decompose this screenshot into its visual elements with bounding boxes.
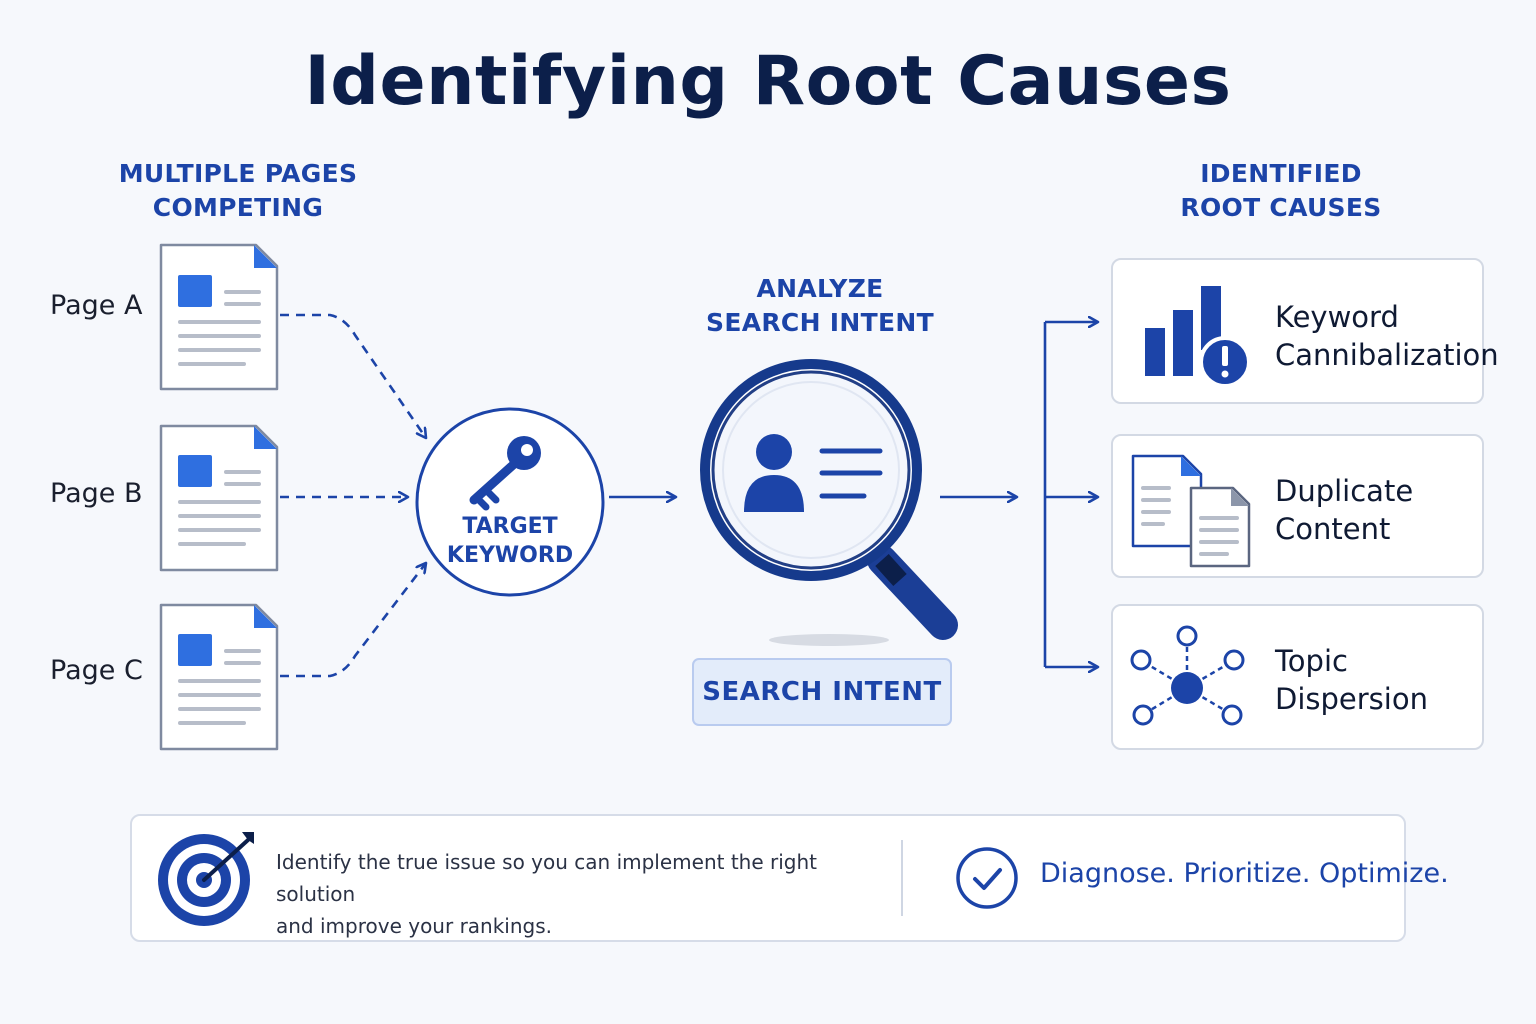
- page-title: Identifying Root Causes: [304, 42, 1232, 121]
- summary-banner: [130, 814, 1406, 942]
- root-causes-heading: IDENTIFIED ROOT CAUSES: [1150, 157, 1412, 225]
- cause-2-line1: Duplicate: [1275, 474, 1414, 508]
- root-causes-heading-line2: ROOT CAUSES: [1180, 193, 1382, 222]
- document-icon-page-b: [159, 424, 279, 572]
- checkmark-circle-icon: [956, 847, 1018, 909]
- target-keyword-label: TARGET KEYWORD: [418, 512, 602, 570]
- document-icon-page-c: [159, 603, 279, 751]
- summary-divider: [901, 840, 903, 916]
- summary-text-line2: and improve your rankings.: [276, 914, 553, 938]
- duplicate-documents-icon: [1131, 454, 1251, 568]
- summary-text-line1: Identify the true issue so you can imple…: [276, 850, 818, 906]
- document-icon-page-a: [159, 243, 279, 391]
- page-c-label: Page C: [50, 655, 143, 686]
- cause-label-1: Keyword Cannibalization: [1275, 298, 1499, 374]
- search-intent-badge: SEARCH INTENT: [692, 658, 952, 726]
- cause-card-topic-dispersion: Topic Dispersion: [1111, 604, 1484, 750]
- multiple-pages-heading: MULTIPLE PAGES COMPETING: [100, 157, 376, 225]
- cause-card-keyword-cannibalization: Keyword Cannibalization: [1111, 258, 1499, 404]
- analyze-heading-line1: ANALYZE: [756, 274, 884, 303]
- cause-2-line2: Content: [1275, 512, 1391, 546]
- cause-1-line1: Keyword: [1275, 300, 1399, 334]
- root-causes-heading-line1: IDENTIFIED: [1200, 159, 1362, 188]
- network-nodes-icon: [1130, 625, 1245, 726]
- analyze-heading: ANALYZE SEARCH INTENT: [690, 272, 950, 340]
- user-profile-icon: [744, 434, 883, 512]
- bar-chart-alert-icon: [1145, 286, 1251, 388]
- summary-text: Identify the true issue so you can imple…: [276, 846, 876, 942]
- page-b-label: Page B: [50, 478, 143, 509]
- analyze-heading-line2: SEARCH INTENT: [706, 308, 934, 337]
- cause-card-duplicate-content: Duplicate Content: [1111, 434, 1484, 578]
- target-keyword-circle: [415, 407, 605, 597]
- key-icon: [469, 436, 541, 511]
- target-keyword-line2: KEYWORD: [446, 543, 574, 568]
- cause-3-line1: Topic: [1275, 644, 1348, 678]
- cause-label-3: Topic Dispersion: [1275, 642, 1428, 718]
- cause-label-2: Duplicate Content: [1275, 472, 1413, 548]
- magnifier-shadow: [769, 634, 889, 646]
- motto-text: Diagnose. Prioritize. Optimize.: [1040, 858, 1449, 889]
- page-a-label: Page A: [50, 290, 143, 321]
- cause-1-line2: Cannibalization: [1275, 338, 1499, 372]
- arrow-page-c-to-keyword: [280, 563, 426, 678]
- multiple-pages-heading-line2: COMPETING: [152, 193, 324, 222]
- target-keyword-line1: TARGET: [462, 514, 558, 539]
- magnifier-icon: [700, 359, 958, 640]
- target-icon: [158, 832, 254, 926]
- cause-3-line2: Dispersion: [1275, 682, 1428, 716]
- arrow-page-a-to-keyword: [280, 313, 426, 438]
- multiple-pages-heading-line1: MULTIPLE PAGES: [118, 159, 358, 188]
